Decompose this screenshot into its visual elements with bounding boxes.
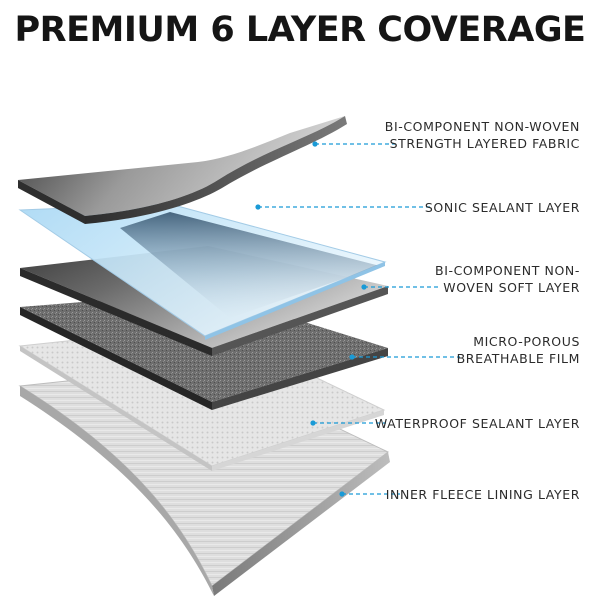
leader-dot-1 — [312, 141, 318, 147]
layer-bi-component-strength — [18, 116, 347, 224]
leader-dot-5 — [310, 420, 316, 426]
page-title: PREMIUM 6 LAYER COVERAGE — [14, 10, 586, 50]
label-inner-fleece-lining: INNER FLEECE LINING LAYER — [385, 487, 580, 502]
label-sonic-sealant: SONIC SEALANT LAYER — [424, 200, 580, 215]
label-micro-porous-film: MICRO-POROUS BREATHABLE FILM — [456, 334, 580, 366]
leader-dot-4 — [349, 354, 355, 360]
leader-lines — [255, 141, 460, 497]
label-bi-component-soft: BI-COMPONENT NON- WOVEN SOFT LAYER — [435, 263, 580, 295]
label-bi-component-strength: BI-COMPONENT NON-WOVEN STRENGTH LAYERED … — [384, 119, 580, 151]
label-waterproof-sealant: WATERPROOF SEALANT LAYER — [374, 416, 580, 431]
leader-dot-6 — [339, 491, 345, 497]
leader-dot-3 — [361, 284, 367, 290]
leader-dot-2 — [255, 204, 261, 210]
